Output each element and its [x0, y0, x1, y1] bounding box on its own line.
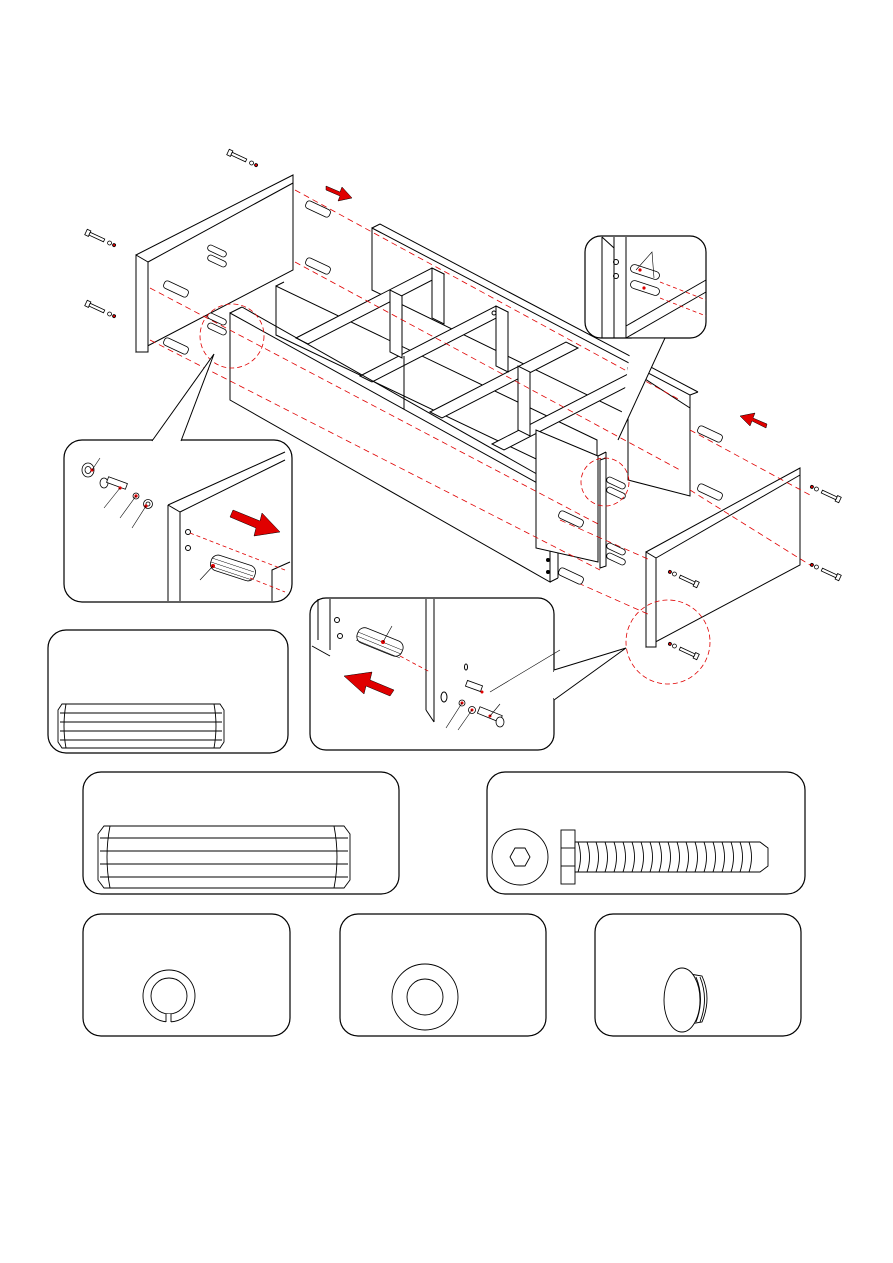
cap-plug-icon: [664, 968, 707, 1032]
long-dowel-icon: [98, 826, 350, 888]
bolt: [809, 562, 841, 581]
push-left-panel-arrow: [326, 186, 352, 201]
part-flat-washer: [340, 914, 546, 1036]
push-right-panel-arrow: [740, 413, 767, 428]
dowel: [558, 567, 585, 585]
dowel: [163, 337, 190, 355]
bolt: [667, 641, 699, 660]
part-short-dowel: [48, 630, 288, 753]
dowel: [305, 200, 332, 218]
part-split-washer: [83, 914, 290, 1036]
bolt: [227, 149, 259, 168]
bolt: [809, 484, 841, 503]
part-cap-plug: [595, 914, 801, 1036]
bolt: [85, 300, 117, 319]
detail-bottom-center: [310, 598, 626, 750]
dowel: [697, 483, 724, 501]
part-hex-bolt: [487, 772, 805, 894]
dowel: [305, 257, 332, 275]
part-long-dowel: [83, 772, 399, 894]
short-dowel-icon: [58, 704, 224, 748]
bolt: [85, 229, 117, 248]
